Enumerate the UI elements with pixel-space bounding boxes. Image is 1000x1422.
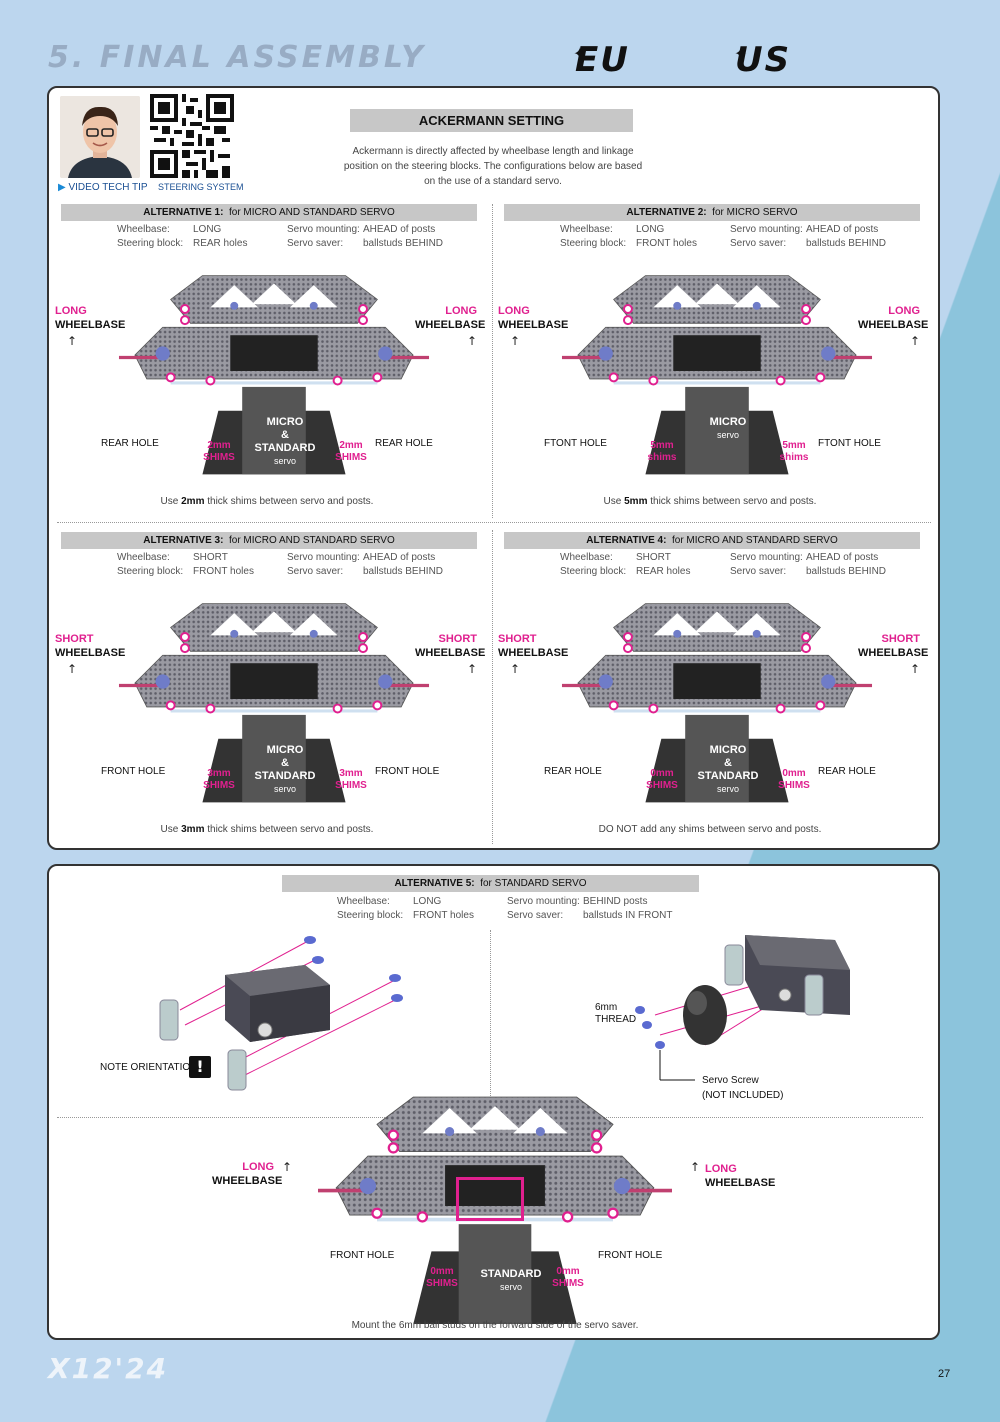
alt2-hole-left: FTONT HOLE	[544, 438, 607, 449]
warning-icon: !	[189, 1056, 211, 1078]
alternative-5-title: ALTERNATIVE 5: for STANDARD SERVO	[282, 875, 699, 892]
alt2-chassis-diagram	[558, 250, 876, 496]
arrow-up-icon: ↑	[510, 334, 521, 348]
alt3-hole-left: FRONT HOLE	[101, 766, 166, 777]
alt3-title: ALTERNATIVE 3: for MICRO AND STANDARD SE…	[61, 532, 477, 549]
alt1-title: ALTERNATIVE 1: for MICRO AND STANDARD SE…	[61, 204, 477, 221]
alt3-hole-right: FRONT HOLE	[375, 766, 440, 777]
alt4-title: ALTERNATIVE 4: for MICRO AND STANDARD SE…	[504, 532, 920, 549]
servo-saver-exploded	[635, 935, 850, 1081]
arrow-up-icon: ↑	[67, 334, 78, 348]
page-number: 27	[938, 1368, 951, 1380]
model-logo: X12'24	[48, 1352, 169, 1385]
arrow-up-icon: ↑	[467, 334, 478, 348]
presenter-avatar	[60, 96, 140, 178]
alt4-chassis-diagram	[558, 578, 876, 824]
qr-code-icon[interactable]	[150, 94, 234, 178]
qr-caption: STEERING SYSTEM	[158, 182, 244, 192]
alt3-caption: Use 3mm thick shims between servo and po…	[160, 824, 374, 835]
servo-exploded-left	[159, 936, 403, 1091]
servo-saver-highlight	[456, 1177, 524, 1221]
divider	[490, 930, 491, 1110]
divider	[492, 530, 493, 844]
section-title: 5. FINAL ASSEMBLY	[48, 40, 426, 75]
alt2-caption: Use 5mm thick shims between servo and po…	[603, 496, 817, 507]
video-tech-tip-link[interactable]: ▶ VIDEO TECH TIP	[58, 182, 148, 193]
alt1-hole-left: REAR HOLE	[101, 438, 159, 449]
arrow-up-icon: ↑	[282, 1160, 293, 1174]
ackermann-title: ACKERMANN SETTING	[350, 109, 633, 132]
arrow-up-icon: ↑	[910, 662, 921, 676]
alternative-5-caption: Mount the 6mm ball studs on the forward …	[351, 1320, 639, 1331]
divider	[492, 204, 493, 518]
ackermann-intro: Ackermann is directly affected by wheelb…	[343, 146, 643, 187]
alt1-hole-right: REAR HOLE	[375, 438, 433, 449]
alt2-title: ALTERNATIVE 2: for MICRO SERVO	[504, 204, 920, 221]
arrow-up-icon: ↑	[510, 662, 521, 676]
brand-us-logo: US	[735, 40, 792, 80]
star-icon: ✦	[734, 44, 748, 63]
alt3-chassis-diagram	[115, 578, 433, 824]
alt2-hole-right: FTONT HOLE	[818, 438, 881, 449]
alt1-chassis-diagram	[115, 250, 433, 496]
alt4-hole-right: REAR HOLE	[818, 766, 876, 777]
note-orientation-label: NOTE ORIENTATION	[100, 1062, 198, 1073]
alt1-caption: Use 2mm thick shims between servo and po…	[160, 496, 374, 507]
arrow-up-icon: ↑	[67, 662, 78, 676]
divider	[57, 522, 931, 523]
arrow-up-icon: ↑	[910, 334, 921, 348]
arrow-up-icon: ↑	[467, 662, 478, 676]
star-icon: ✦	[573, 44, 587, 63]
brand-eu-logo: EU	[575, 40, 630, 80]
alt5-hole-right: FRONT HOLE	[598, 1250, 663, 1261]
alt4-caption: DO NOT add any shims between servo and p…	[598, 824, 822, 835]
arrow-up-icon: ↑	[690, 1160, 701, 1174]
play-icon: ▶	[58, 182, 66, 193]
servo-screw-label: Servo Screw(NOT INCLUDED)	[702, 1075, 784, 1101]
alt4-hole-left: REAR HOLE	[544, 766, 602, 777]
alt5-hole-left: FRONT HOLE	[330, 1250, 395, 1261]
